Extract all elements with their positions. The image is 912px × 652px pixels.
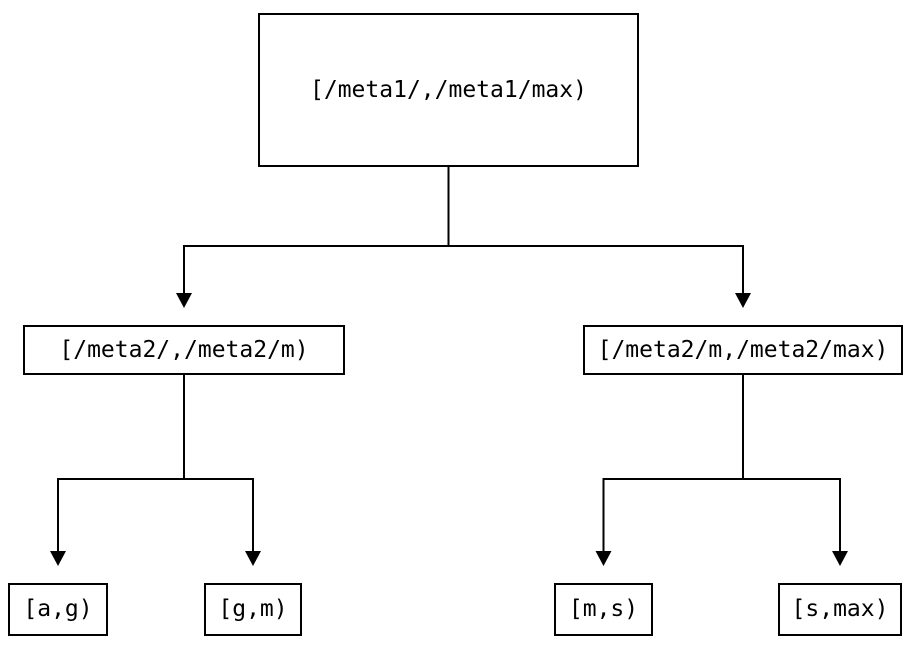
arrowhead-down-icon: [50, 551, 66, 566]
tree-node-label: [m,s): [568, 596, 639, 622]
tree-node-label: [a,g): [23, 596, 93, 622]
edge-connector: [742, 375, 841, 551]
tree-node-label: [s,max): [791, 596, 889, 622]
tree-node-label: [/meta2/m,/meta2/max): [597, 336, 889, 363]
tree-node-label: [/meta2/,/meta2/m): [59, 336, 309, 363]
arrowhead-down-icon: [595, 551, 612, 566]
edge-connector: [183, 375, 254, 551]
tree-node-leaf-s-max: [s,max): [778, 583, 902, 636]
tree-node-leaf-a-g: [a,g): [8, 583, 108, 636]
arrowhead-down-icon: [832, 551, 848, 566]
edge-connector: [602, 375, 744, 551]
edge-connector: [57, 375, 185, 551]
tree-node-meta2-high: [/meta2/m,/meta2/max): [583, 325, 903, 375]
edge-connector: [183, 167, 450, 293]
arrowhead-down-icon: [176, 293, 192, 308]
tree-node-label: [/meta1/,/meta1/max): [310, 76, 587, 103]
arrowhead-down-icon: [245, 551, 261, 566]
edge-connector: [447, 167, 744, 293]
tree-node-label: [g,m): [218, 596, 288, 622]
tree-node-root: [/meta1/,/meta1/max): [258, 13, 639, 167]
tree-node-leaf-m-s: [m,s): [554, 583, 653, 636]
tree-node-meta2-low: [/meta2/,/meta2/m): [23, 325, 345, 375]
arrowhead-down-icon: [735, 293, 751, 308]
tree-node-leaf-g-m: [g,m): [204, 583, 302, 636]
